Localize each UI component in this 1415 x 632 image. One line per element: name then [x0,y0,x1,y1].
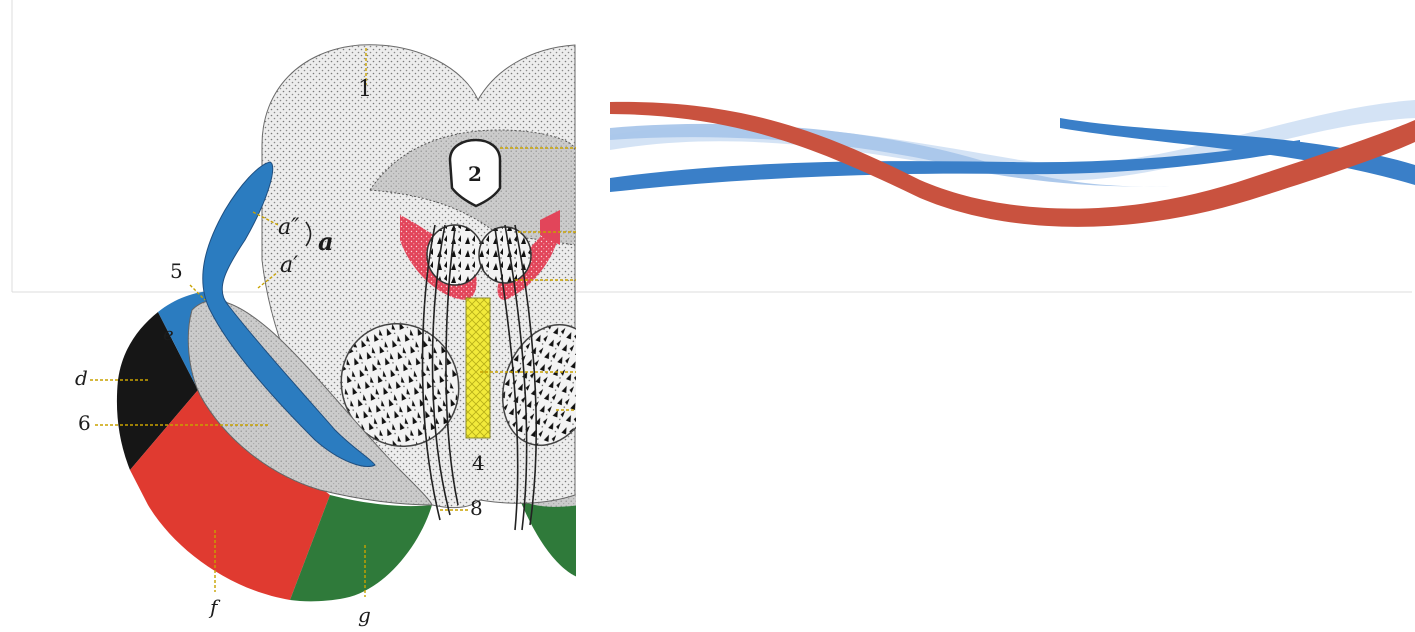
label-1: 1 [358,77,372,102]
label-6: 6 [78,411,91,435]
label-d: d [75,366,88,390]
label-f: f [208,595,221,619]
label-a: a [318,227,334,256]
label-7: 7 [585,395,598,419]
label-g: g [358,603,371,627]
label-2: 2 [468,162,482,186]
label-b: b [588,264,601,288]
label-8-prime: 8′ [584,217,602,241]
decorative-ribbons [610,100,1415,227]
region-g-right [520,500,580,578]
label-e: e [163,324,174,345]
brainstem-diagram: 2 [75,45,613,627]
label-4: 4 [472,451,485,475]
nucleus-left-upper [427,225,483,285]
region-c-yellow [466,298,490,438]
label-8: 8 [470,496,483,520]
label-3: 3 [586,134,599,158]
label-a-lower: a′ [280,253,298,278]
label-c: c [586,358,597,382]
label-a-upper: a″ [278,215,300,240]
label-5: 5 [170,259,183,283]
